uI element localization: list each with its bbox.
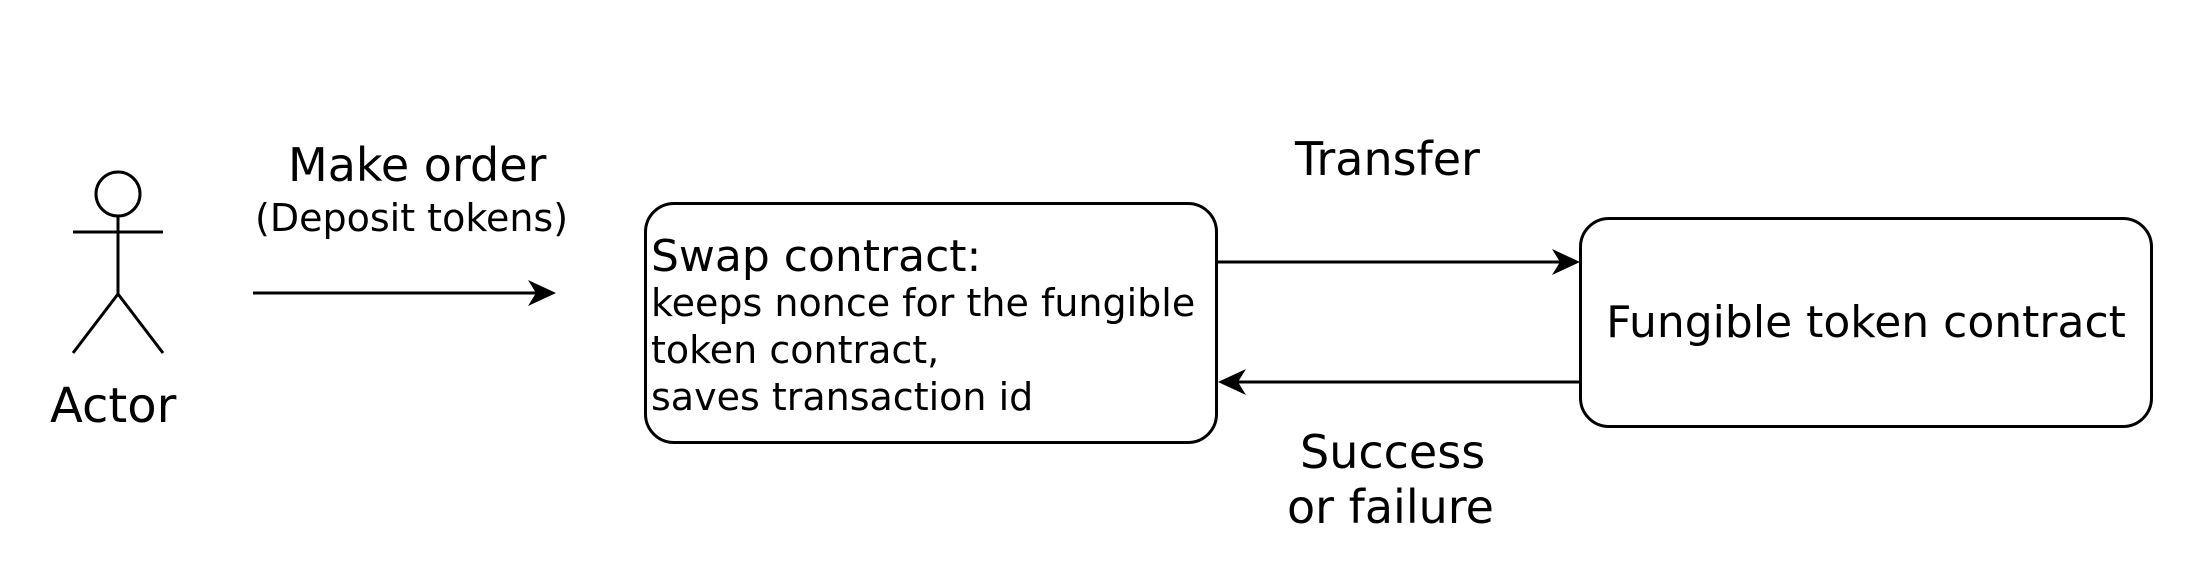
swap-contract-line: saves transaction id [651, 375, 1034, 419]
make-order-label: Make order [288, 138, 547, 192]
fungible-token-contract-box: Fungible token contract [1579, 217, 2153, 428]
actor-stick-figure-icon [71, 170, 165, 354]
swap-contract-box: Swap contract: keeps nonce for the fungi… [644, 202, 1218, 444]
swap-contract-line: token contract, [651, 328, 940, 372]
arrow-head-icon [1218, 369, 1246, 395]
make-order-arrow [253, 280, 556, 306]
transfer-label: Transfer [1295, 132, 1480, 186]
transfer-arrow [1218, 249, 1580, 275]
fungible-token-contract-label: Fungible token contract [1606, 297, 2126, 348]
swap-contract-line: keeps nonce for the fungible [651, 281, 1196, 325]
deposit-tokens-label: (Deposit tokens) [255, 196, 569, 240]
arrow-head-icon [1552, 249, 1580, 275]
or-failure-label: or failure [1287, 480, 1494, 534]
result-arrow [1218, 369, 1580, 395]
swap-contract-title: Swap contract: [651, 231, 982, 282]
success-label: Success [1300, 425, 1486, 479]
actor-label: Actor [50, 378, 177, 434]
arrow-head-icon [528, 280, 556, 306]
